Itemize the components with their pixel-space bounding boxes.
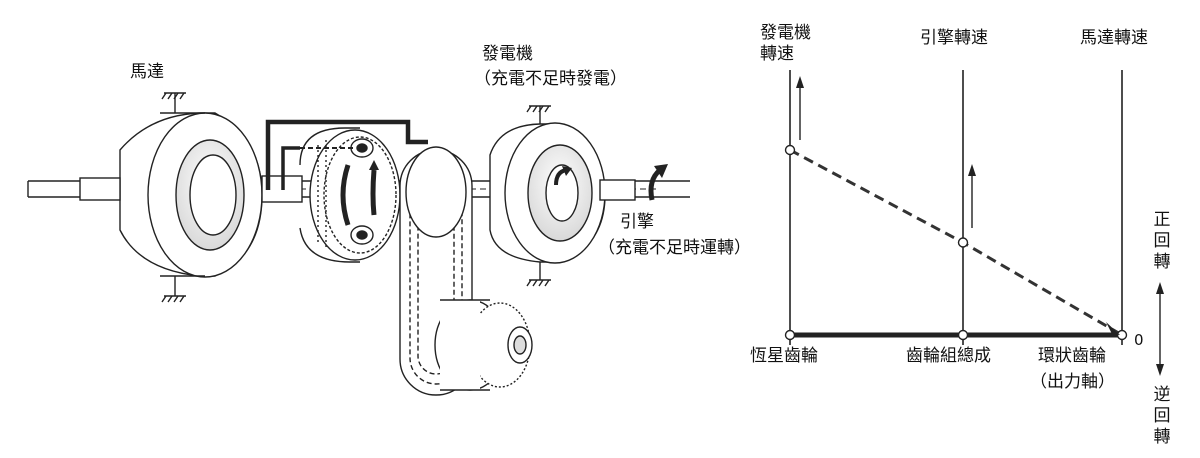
engine-label: 引擎 [620,212,654,232]
baseline-point-3 [1116,329,1128,341]
motor-label: 馬達 [130,62,164,82]
reverse-rotation-label: 逆 回 轉 [1152,385,1172,448]
operating-line [789,148,1123,337]
engine-note: （充電不足時運轉） [598,238,751,258]
generator-label: 發電機 [482,44,533,64]
baseline-point-1 [784,329,796,341]
generator-ground-bottom [526,262,551,287]
ring-gear-note: （出力軸） [1030,372,1115,392]
zero-label: 0 [1134,331,1144,349]
reverse-char-2: 回 [1153,406,1171,426]
rotation-down-arrowhead [1156,364,1164,376]
forward-char-1: 正 [1153,210,1171,230]
motor-ground-top [161,92,186,113]
operating-line-arrowhead [1106,322,1120,335]
generator-note: （充電不足時發電） [474,69,627,89]
baseline-point-2 [957,329,969,341]
carrier-label: 齒輪組總成 [906,346,991,366]
engine-up-arrowhead [968,164,976,176]
engine-speed-label: 引擎轉速 [920,28,988,48]
reverse-char-3: 轉 [1153,427,1171,447]
sun-gear-label: 恆星齒輪 [750,346,818,366]
motor-ground-bottom [161,276,186,303]
output-gear [434,299,533,391]
mechanical-diagram [27,92,690,396]
forward-char-3: 轉 [1153,252,1171,272]
reverse-char-1: 逆 [1153,385,1171,405]
generator-speed-label-line1: 發電機 [760,23,811,43]
generator-speed-label-line2: 轉速 [760,44,794,64]
motor-drum [79,112,263,278]
ring-gear-label: 環狀齒輪 [1038,346,1106,366]
operating-point-2 [957,237,969,248]
generator-ground-top [526,105,551,124]
forward-rotation-label: 正 回 轉 [1152,210,1172,273]
operating-point-1 [784,144,796,156]
rotation-up-arrowhead [1156,282,1164,294]
generator-up-arrowhead [796,76,804,88]
nomogram-chart [784,70,1164,376]
planetary-gear-set [299,127,401,263]
sun-gear-link [265,119,428,190]
forward-char-2: 回 [1153,231,1171,251]
generator-drum [489,122,636,264]
engine-rotation-arrow [648,164,668,201]
motor-speed-label: 馬達轉速 [1080,28,1148,48]
